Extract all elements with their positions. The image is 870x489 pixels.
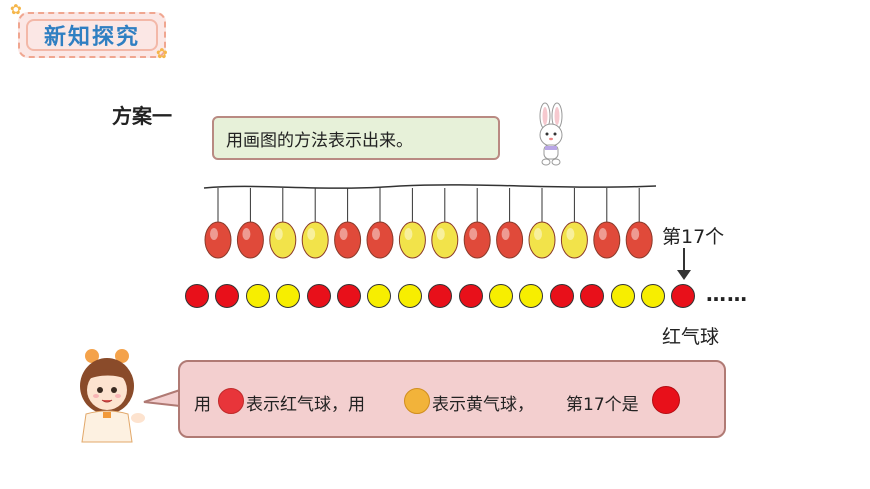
yellow-circle (641, 284, 665, 308)
red-balloon (204, 188, 232, 259)
flower-deco-icon: ✿ (10, 2, 22, 18)
red-circle-icon (218, 388, 244, 414)
section-title: 新知探究 (26, 19, 158, 51)
red-circle (458, 284, 483, 308)
red-balloon (593, 188, 621, 259)
red-balloon (334, 188, 362, 259)
yellow-circle (489, 284, 513, 308)
yellow-circle (519, 284, 544, 308)
yellow-balloon (398, 188, 426, 259)
red-circle (580, 284, 605, 308)
legend-text-2: 表示红气球，用 (246, 395, 365, 415)
red-circle (337, 284, 361, 308)
answer-red-circle-icon (652, 386, 680, 414)
legend-text-4: 第17个是 (566, 395, 639, 415)
yellow-circle (610, 284, 635, 308)
yellow-circle-icon (404, 388, 430, 414)
red-balloon (366, 188, 394, 259)
legend-text-3: 表示黄气球， (432, 395, 534, 415)
marker-label: 第17个 (662, 226, 725, 248)
ellipsis: …… (706, 282, 748, 306)
yellow-balloon (528, 188, 556, 259)
red-circle (428, 284, 453, 308)
yellow-balloon (301, 188, 329, 259)
arrow-head-icon (677, 270, 691, 280)
section-tag: 新知探究 (18, 12, 166, 58)
rabbit-speech-bubble: 用画图的方法表示出来。 (212, 116, 500, 160)
flower-deco-icon: ✿ (156, 46, 168, 62)
yellow-circle (276, 284, 301, 308)
plan-label: 方案一 (112, 104, 172, 128)
girl-speech-bubble: 用 表示红气球，用 表示黄气球， 第17个是 (178, 360, 726, 438)
yellow-balloon (269, 188, 297, 259)
rabbit-speech-text: 用画图的方法表示出来。 (226, 130, 413, 151)
bubble-tail-icon (143, 388, 182, 408)
red-balloon (236, 188, 264, 259)
yellow-balloon (560, 188, 588, 259)
red-circle (215, 284, 240, 308)
down-arrow-icon (683, 248, 685, 274)
red-circle (306, 284, 331, 308)
answer-label: 红气球 (662, 326, 720, 348)
balloon-string (203, 184, 657, 259)
red-circle (185, 284, 209, 308)
red-balloon (625, 188, 653, 259)
rabbit-icon (539, 102, 563, 166)
red-circle (671, 284, 696, 308)
yellow-circle (367, 284, 392, 308)
red-balloon (463, 188, 491, 259)
yellow-balloon (431, 188, 459, 259)
red-circle (549, 284, 574, 308)
legend-text-1: 用 (194, 395, 211, 415)
yellow-circle (397, 284, 422, 308)
girl-icon (80, 349, 145, 443)
yellow-circle (245, 284, 270, 308)
red-balloon (496, 188, 524, 259)
